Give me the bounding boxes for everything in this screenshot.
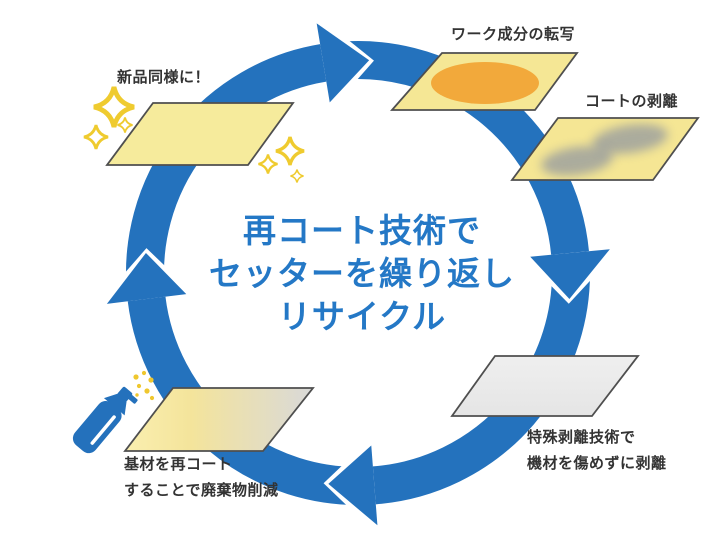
arrowhead-top-icon [316, 23, 370, 103]
label-peel: コートの剥離 [585, 93, 679, 110]
label-transfer: ワーク成分の転写 [451, 26, 576, 43]
sheet-like-new [105, 102, 295, 166]
sheet-stripped [450, 355, 640, 417]
label-strip: 特殊剥離技術で 機材を傷めずに剥離 [527, 425, 667, 477]
cycle-arrowheads [106, 23, 610, 526]
label-recoat: 基材を再コート することで廃棄物削減 [124, 452, 279, 504]
label-strip-line2: 機材を傷めずに剥離 [527, 455, 667, 472]
center-title-line2: セッターを繰り返し [209, 255, 515, 292]
arrowhead-bottom-icon [328, 445, 378, 526]
label-recoat-line2: することで廃棄物削減 [124, 482, 279, 499]
center-title-line3: リサイクル [277, 298, 447, 335]
peel-smudges [541, 124, 668, 176]
spray-can-icon [72, 370, 155, 454]
label-strip-line1: 特殊剥離技術で [527, 429, 636, 446]
label-recoat-line1: 基材を再コート [124, 456, 233, 473]
transfer-stain [431, 62, 539, 104]
center-title: 再コート技術で セッターを繰り返し リサイクル [209, 209, 515, 338]
arrowhead-left-icon [106, 252, 187, 304]
sheet-transfer [390, 52, 579, 111]
center-title-line1: 再コート技術で [243, 212, 481, 249]
sheet-peel [510, 117, 700, 181]
arrowhead-right-icon [530, 249, 610, 299]
label-like-new: 新品同様に！ [117, 69, 211, 86]
sheet-recoat [123, 387, 315, 452]
spray-mist-icon [133, 370, 155, 401]
